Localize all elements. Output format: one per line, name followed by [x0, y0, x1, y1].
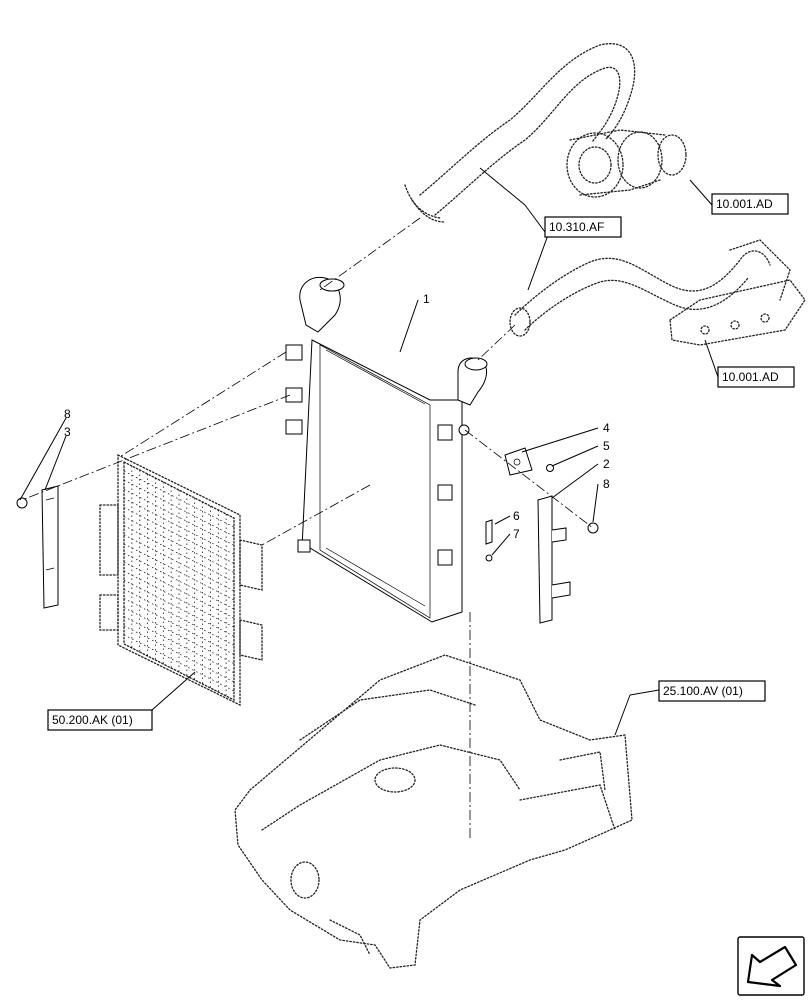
callout-bolt: 6 [513, 509, 520, 523]
ref-label-hoses: 10.310.AF [549, 220, 604, 234]
ref-label-manifold: 10.001.AD [722, 370, 779, 384]
screw-right [587, 522, 599, 534]
ref-label-condenser: 50.200.AK (01) [52, 713, 133, 727]
ref-label-turbo: 10.001.AD [716, 197, 773, 211]
ref-box-frame[interactable]: 25.100.AV (01) [658, 680, 766, 702]
bolt [485, 519, 493, 545]
callout-bracket-left: 3 [64, 425, 71, 439]
intercooler [285, 276, 488, 623]
manifold [669, 239, 806, 346]
washer [485, 554, 493, 562]
callout-nut: 5 [603, 439, 610, 453]
callout-screw-right: 8 [603, 477, 610, 491]
assembly-lines [21, 217, 594, 840]
callout-numbers: 1 2 3 4 5 6 7 8 8 [64, 292, 610, 541]
ref-box-condenser[interactable]: 50.200.AK (01) [47, 709, 153, 731]
ref-box-manifold[interactable]: 10.001.AD [717, 366, 795, 388]
callout-plate: 4 [603, 421, 610, 435]
callout-washer: 7 [513, 527, 520, 541]
nut [546, 464, 554, 472]
arrow-back-icon[interactable] [737, 936, 805, 996]
leader-lines [19, 167, 719, 736]
chassis-frame [234, 654, 633, 969]
lower-hose [509, 250, 771, 337]
upper-hose [404, 43, 636, 223]
condenser [99, 453, 263, 707]
ref-box-turbo[interactable]: 10.001.AD [711, 193, 789, 215]
ref-box-hoses[interactable]: 10.310.AF [544, 216, 622, 238]
callout-screw-left: 8 [64, 407, 71, 421]
bracket-left [16, 485, 59, 609]
callout-intercooler: 1 [423, 292, 430, 306]
turbocharger [566, 129, 687, 198]
plate [504, 447, 533, 476]
ref-label-frame: 25.100.AV (01) [663, 684, 743, 698]
bracket-right [537, 495, 571, 624]
callout-bracket-right: 2 [603, 457, 610, 471]
